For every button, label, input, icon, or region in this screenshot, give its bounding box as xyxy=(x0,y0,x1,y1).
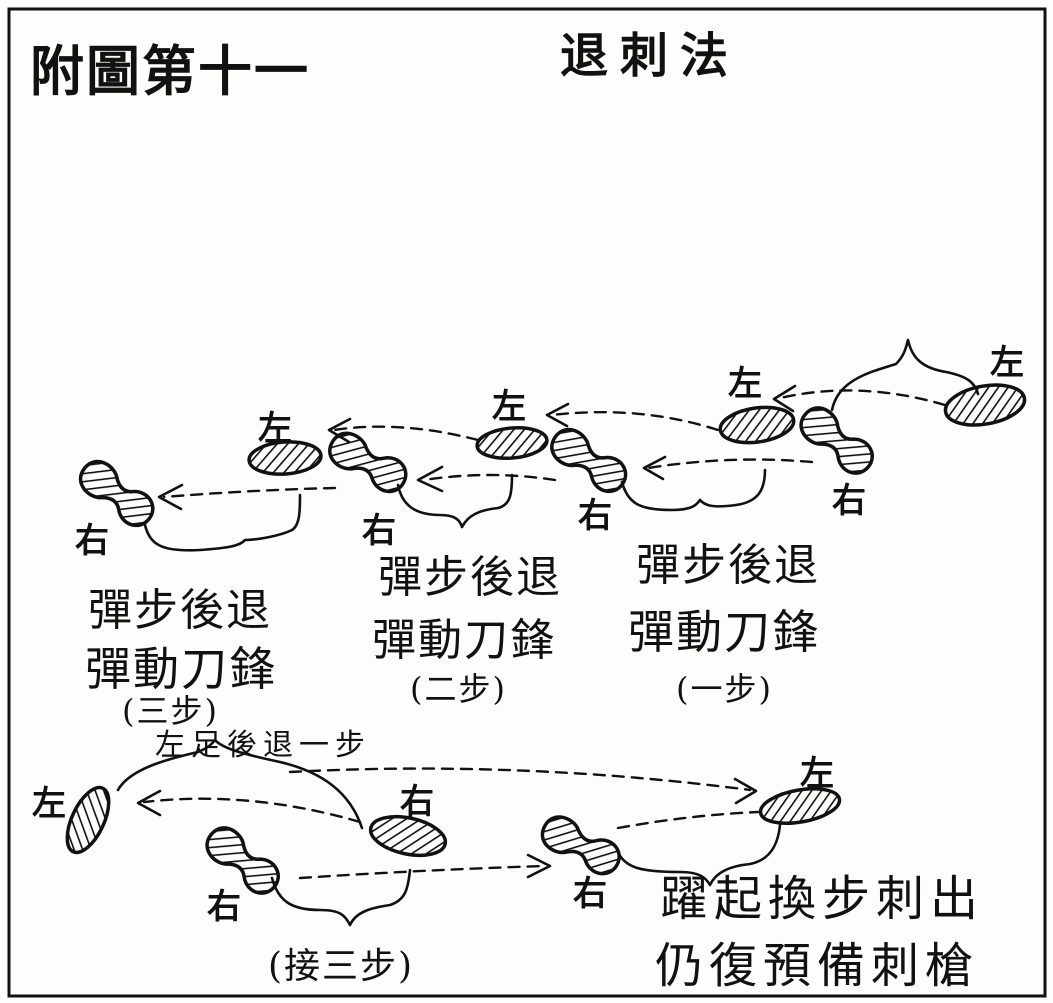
caption-line1: 彈步後退 xyxy=(636,540,820,591)
step-arrow xyxy=(545,402,720,432)
step-arrow xyxy=(288,767,758,805)
caption-line2: 彈動刀鋒 xyxy=(85,642,277,696)
right-footprint xyxy=(799,406,874,475)
left-footprint xyxy=(943,383,1027,427)
finish-line1: 躍起換步刺出 xyxy=(660,871,984,927)
foot-label-left: 左 xyxy=(990,343,1024,383)
step-brace xyxy=(620,468,767,512)
right-footprint xyxy=(78,459,155,528)
step-brace xyxy=(396,473,514,529)
caption-line1: 彈步後退 xyxy=(88,585,272,636)
step-count: (二步) xyxy=(410,670,507,708)
caption-step-2: 彈步後退 彈動刀鋒 (二步) xyxy=(372,552,562,708)
caption-line2: 彈動刀鋒 xyxy=(372,615,556,666)
step-arrow xyxy=(136,789,362,824)
foot-label-right: 右 xyxy=(832,481,866,521)
foot-label-right: 右 xyxy=(578,496,612,536)
foot-label-right: 右 xyxy=(75,521,109,561)
caption-step-3: 彈步後退 彈動刀鋒 (三步) xyxy=(85,585,277,730)
left-footprint xyxy=(247,440,323,476)
step-arrow xyxy=(157,483,337,511)
left-footprint xyxy=(718,405,796,445)
left-footprint xyxy=(758,787,842,825)
left-footprint xyxy=(65,785,111,855)
caption-step-1: 彈步後退 彈動刀鋒 (一步) xyxy=(628,540,820,708)
foot-label-right: 右 xyxy=(362,511,396,551)
continue-note: (接三步) xyxy=(268,946,414,987)
foot-label-right: 右 xyxy=(400,782,434,822)
retreat-brace xyxy=(116,738,364,830)
step-brace xyxy=(270,868,412,927)
foot-label-right: 右 xyxy=(207,887,241,927)
step-count: (一步) xyxy=(676,670,773,708)
foot-label-left: 左 xyxy=(32,784,66,824)
right-footprint xyxy=(540,815,621,876)
step-arrow xyxy=(327,417,480,444)
step-count: (三步) xyxy=(122,692,219,730)
right-footprint xyxy=(328,431,408,494)
foot-label-left: 左 xyxy=(728,364,762,404)
figure-title: 退刺法 xyxy=(560,28,740,84)
figure-number: 附圖第十一 xyxy=(30,39,310,103)
step-arrow xyxy=(642,455,814,481)
finish-line2: 仍復預備刺槍 xyxy=(655,938,979,994)
left-footprint xyxy=(475,425,549,461)
foot-label-left: 左 xyxy=(492,387,526,427)
step-brace xyxy=(143,493,302,552)
step-arrow xyxy=(772,384,947,413)
step-arrow xyxy=(298,853,552,880)
step-line xyxy=(616,810,760,830)
caption-line1: 彈步後退 xyxy=(378,552,562,603)
step-brace xyxy=(616,823,782,887)
foot-label-left: 左 xyxy=(258,409,292,449)
step-arrow xyxy=(416,465,557,493)
foot-label-left: 左 xyxy=(800,754,834,794)
figure-frame xyxy=(7,7,1047,998)
foot-label-right: 右 xyxy=(573,874,607,914)
right-footprint xyxy=(368,814,448,858)
step-brace xyxy=(830,338,980,412)
caption-line2: 彈動刀鋒 xyxy=(628,605,820,659)
